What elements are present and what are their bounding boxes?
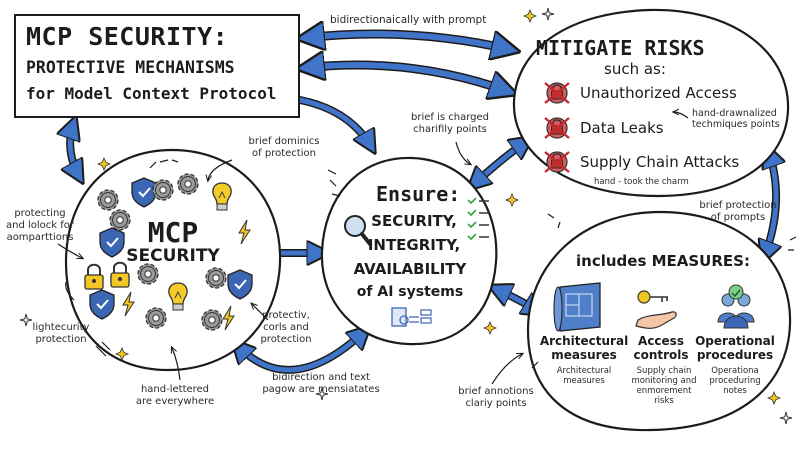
top-arrow-label: bidirectionaically with prompt [330, 14, 487, 26]
key-hand-icon [635, 290, 677, 329]
unauthorized-access-icon [543, 81, 571, 105]
hand-lettered-note: hand-lettered are everywhere [135, 384, 215, 407]
measure-access-note: Supply chain monitoring and enmorement r… [631, 366, 697, 406]
title-to-mcp-arrow [70, 122, 80, 178]
measures-heading: includes MEASURES: [576, 252, 750, 270]
top-bidirectional-arrow [304, 34, 512, 50]
protectiv-note: protectiv, corls and protection [260, 310, 312, 345]
gear-icon [152, 179, 174, 201]
bottom-curved-arrow [236, 330, 366, 374]
magnifier-icon [344, 215, 372, 246]
lightecurity-note: lightecurity protection [32, 322, 90, 345]
measure-operational-title: Operational procedures [695, 334, 775, 362]
gear-icon [201, 309, 223, 331]
gear-icon [97, 189, 119, 211]
leader-arrow [65, 281, 75, 301]
team-icon [717, 284, 755, 329]
brief-charged-note: brief is charged charifily points [410, 112, 489, 135]
risk-item-data-leaks: Data Leaks [580, 119, 664, 137]
mitigate-subheading: such as: [604, 60, 666, 78]
measure-operational-note: Operationa proceduring notes [709, 366, 761, 396]
sketch-dashes [149, 159, 797, 369]
mcp-label: MCP [147, 216, 199, 249]
bidirection-note: bidirection and text pagow are mensiatat… [262, 372, 380, 395]
second-bidirectional-arrow [304, 65, 510, 92]
leader-arrow [491, 354, 522, 385]
gear-icon [137, 263, 159, 285]
center-line-ai-systems: of AI systems [356, 284, 464, 300]
measure-access-title: Access controls [633, 334, 689, 362]
brief-protection-note: brief protection of prompts [699, 200, 777, 223]
leader-arrow [674, 112, 689, 119]
gear-icon [109, 209, 131, 231]
title-line-3: for Model Context Protocol [26, 84, 277, 103]
star-icon [483, 321, 497, 335]
protecting-note: protecting and lolock for aomparttions [5, 208, 74, 243]
gear-icon [205, 267, 227, 289]
risk-item-supply-chain: Supply Chain Attacks [580, 153, 740, 171]
center-line-availability: AVAILABILITY [353, 260, 467, 278]
leader-arrow [455, 141, 470, 164]
gear-icon [177, 173, 199, 195]
title-line-1: MCP SECURITY: [26, 22, 229, 51]
star-icon [505, 193, 519, 207]
risk-item-unauthorized: Unauthorized Access [580, 84, 737, 102]
title-box [14, 14, 300, 118]
ensure-heading: Ensure: [376, 182, 461, 206]
gear-icon [145, 307, 167, 329]
leader-arrow [208, 159, 233, 180]
document-flow-icon [391, 307, 432, 327]
sparkle-icon [779, 411, 793, 425]
checklist-icon [467, 197, 489, 241]
center-line-security: SECURITY, [371, 212, 457, 230]
leader-arrow [172, 348, 181, 381]
mitigate-risks-bubble [512, 8, 790, 198]
security-label: SECURITY [126, 246, 220, 266]
mitigate-to-measures-arrow [764, 150, 776, 258]
star-icon [523, 9, 537, 23]
mitigate-footnote: hand - took the charm [594, 177, 689, 187]
center-line-integrity: INTEGRITY, [367, 236, 461, 254]
brief-annotions-note: brief annotions clariy points [458, 386, 534, 409]
data-leak-icon [543, 116, 571, 140]
brief-dominics-note: brief dominics of protection [248, 136, 320, 159]
measure-architectural-note: Architectural measures [556, 366, 612, 386]
center-bubble [320, 156, 498, 346]
mitigate-heading: MITIGATE RISKS [536, 36, 705, 60]
supply-chain-icon [543, 150, 571, 174]
center-to-mitigate-arrow [472, 140, 528, 186]
mitigate-side-note: hand-drawnalized techmiques points [692, 108, 780, 130]
leader-arrow [252, 304, 269, 321]
blueprint-icon [553, 282, 601, 332]
title-line-2: PROTECTIVE MECHANISMS [26, 58, 235, 77]
title-to-center-arrow [296, 96, 372, 148]
leader-arrow [57, 243, 82, 258]
sparkle-icon [541, 7, 555, 21]
measure-architectural-title: Architectural measures [539, 334, 629, 362]
leader-arrow [95, 341, 111, 357]
